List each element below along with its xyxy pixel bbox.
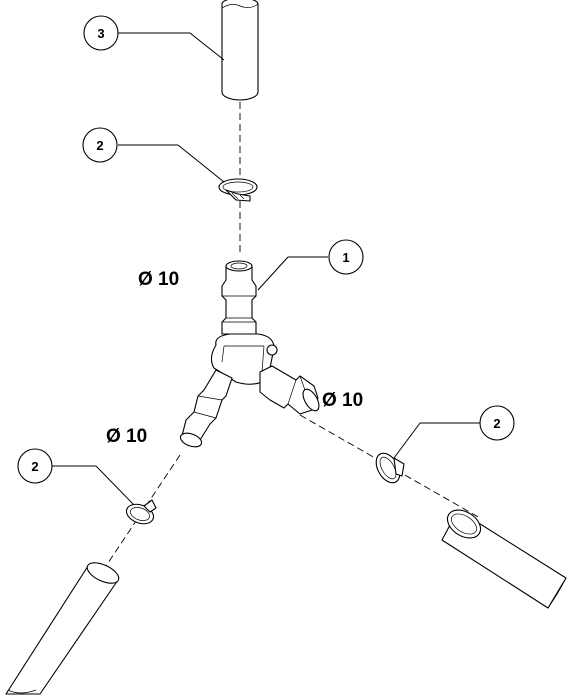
callout-1: 1 [328,239,364,275]
callout-1-number: 1 [342,250,349,265]
right-tube [441,509,567,609]
callout-2-left: 2 [17,448,53,484]
dimension-top: Ø 10 [138,269,179,290]
top-hose-clamp [218,178,258,202]
callout-2-top: 2 [82,127,118,163]
right-hose-clamp [375,452,405,484]
left-hose-clamp [125,499,157,525]
dimension-right: Ø 10 [322,390,363,411]
callout-3-number: 3 [97,26,104,41]
callout-3: 3 [83,15,119,51]
dimension-left: Ø 10 [106,426,147,447]
callout-2-right-number: 2 [493,416,500,431]
leader-lines [52,32,480,506]
callout-2-right: 2 [479,405,515,441]
y-connector [179,260,320,448]
top-tube [221,0,259,101]
left-tube [5,562,120,695]
callout-2-left-number: 2 [31,459,38,474]
callout-2-top-number: 2 [96,138,103,153]
